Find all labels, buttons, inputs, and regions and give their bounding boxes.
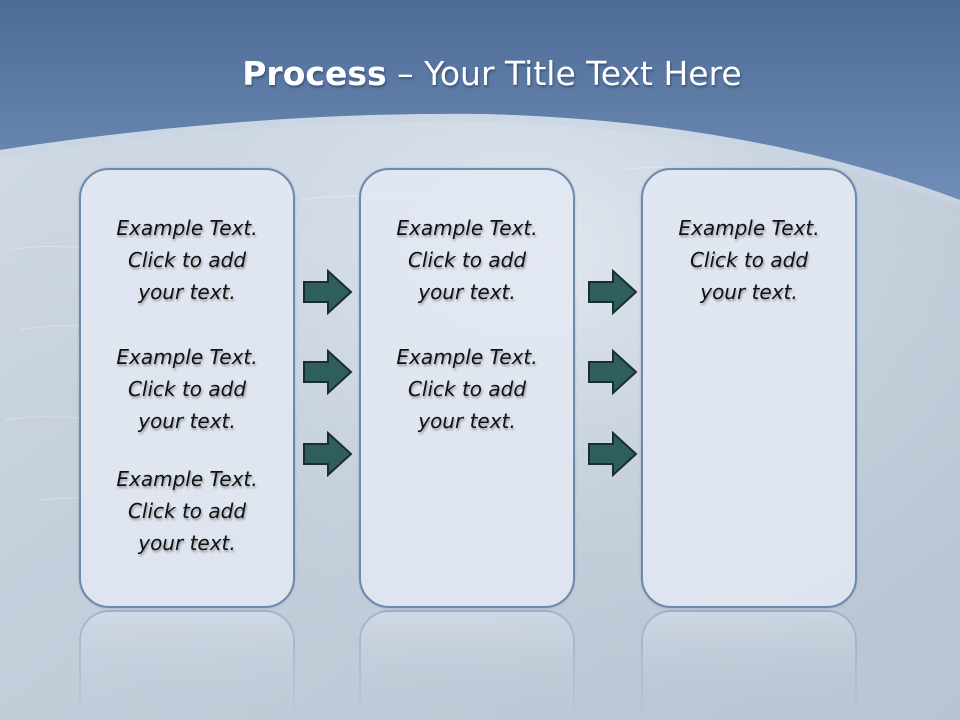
process-box-3[interactable]: Example Text. Click to add your text. (641, 168, 857, 608)
title-bold: Process (242, 54, 387, 93)
text-line: Example Text. (116, 467, 258, 491)
text-line: your text. (138, 531, 236, 555)
text-line: your text. (418, 409, 516, 433)
right-arrow-icon (303, 269, 353, 315)
box1-item-2[interactable]: Example Text. Click to add your text. (81, 341, 293, 437)
box1-item-3[interactable]: Example Text. Click to add your text. (81, 463, 293, 559)
text-line: Example Text. (116, 216, 258, 240)
box1-item-1[interactable]: Example Text. Click to add your text. (81, 212, 293, 308)
box2-item-1[interactable]: Example Text. Click to add your text. (361, 212, 573, 308)
title-rest: – Your Title Text Here (386, 54, 742, 93)
right-arrow-icon (588, 431, 638, 477)
text-line: your text. (700, 280, 798, 304)
text-line: Click to add (127, 248, 247, 272)
text-line: Click to add (127, 377, 247, 401)
text-line: Click to add (689, 248, 809, 272)
text-line: Click to add (127, 499, 247, 523)
text-line: Example Text. (116, 345, 258, 369)
text-line: Click to add (407, 377, 527, 401)
box-2-reflection (359, 610, 575, 720)
right-arrow-icon (588, 269, 638, 315)
text-line: Example Text. (678, 216, 820, 240)
right-arrow-icon (303, 431, 353, 477)
box2-item-2[interactable]: Example Text. Click to add your text. (361, 341, 573, 437)
text-line: your text. (138, 280, 236, 304)
right-arrow-icon (303, 349, 353, 395)
right-arrow-icon (588, 349, 638, 395)
text-line: Example Text. (396, 216, 538, 240)
text-line: Example Text. (396, 345, 538, 369)
box3-item-1[interactable]: Example Text. Click to add your text. (643, 212, 855, 308)
process-box-1[interactable]: Example Text. Click to add your text. Ex… (79, 168, 295, 608)
box-3-reflection (641, 610, 857, 720)
text-line: your text. (418, 280, 516, 304)
text-line: your text. (138, 409, 236, 433)
text-line: Click to add (407, 248, 527, 272)
box-1-reflection (79, 610, 295, 720)
process-box-2[interactable]: Example Text. Click to add your text. Ex… (359, 168, 575, 608)
slide-title[interactable]: Process – Your Title Text Here (0, 52, 960, 96)
